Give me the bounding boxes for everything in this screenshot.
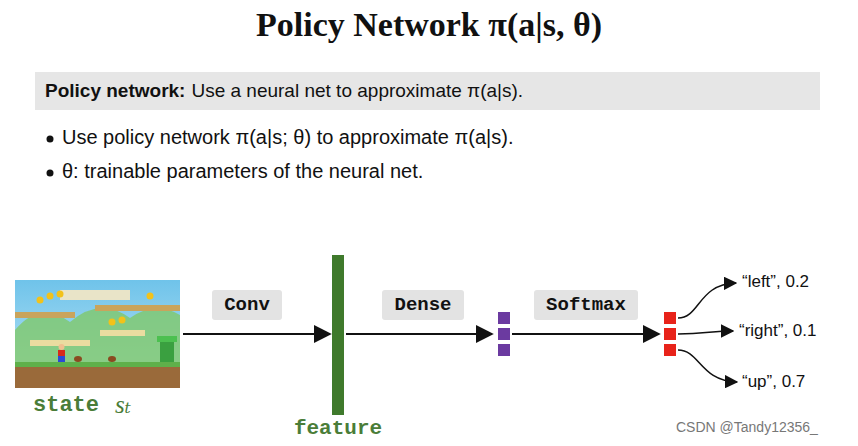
output-label: “up”, 0.7 xyxy=(742,372,805,392)
output-arrow xyxy=(678,283,737,382)
bullet-text: Use policy network π(a|s; θ) to approxim… xyxy=(62,126,513,149)
node-text: Use a neural net to approximate π(a|s). xyxy=(191,80,523,101)
title: Policy Network π(a|s, θ) xyxy=(0,6,858,44)
flow-arrow xyxy=(512,333,659,335)
node-label: Dense xyxy=(394,294,451,316)
flow-arrow xyxy=(183,333,330,335)
node-label: feature xyxy=(294,417,382,440)
output-label: “right”, 0.1 xyxy=(739,321,816,341)
node-label: Policy network: xyxy=(45,80,185,101)
bullet xyxy=(47,136,54,143)
operation-box: Softmax xyxy=(534,290,638,320)
game-screenshot xyxy=(15,280,180,388)
feature-bar: feature xyxy=(332,255,344,415)
watermark: CSDN @Tandy12356_ xyxy=(676,419,818,435)
node-text: sₜ xyxy=(115,390,131,419)
definition-box: Policy network: Use a neural net to appro… xyxy=(35,72,820,110)
state-image: statesₜ xyxy=(15,280,180,388)
dense-vector xyxy=(498,312,510,356)
bullet-text: θ: trainable parameters of the neural ne… xyxy=(62,160,423,183)
operation-box: Dense xyxy=(382,290,463,320)
output-label: “left”, 0.2 xyxy=(742,272,809,292)
flow-arrow xyxy=(346,333,492,335)
node-label: Conv xyxy=(224,294,270,316)
node-label: Softmax xyxy=(546,294,626,316)
operation-box: Conv xyxy=(212,290,282,320)
probability-vector xyxy=(664,312,676,356)
bullet xyxy=(47,170,54,177)
node-label: state xyxy=(33,393,99,418)
